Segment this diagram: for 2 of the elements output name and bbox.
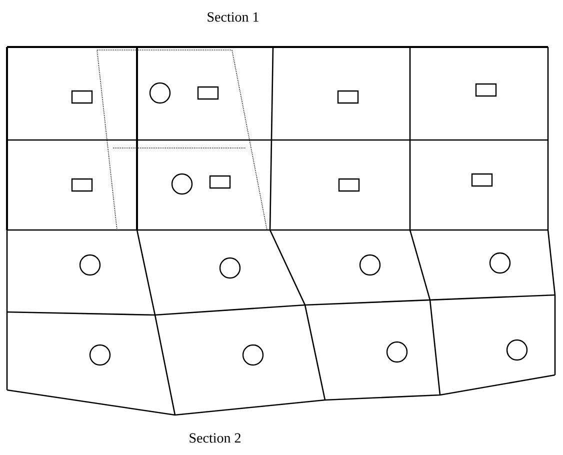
section-label: Section 2 [190, 433, 240, 443]
section-label: Section 1 [208, 12, 258, 22]
